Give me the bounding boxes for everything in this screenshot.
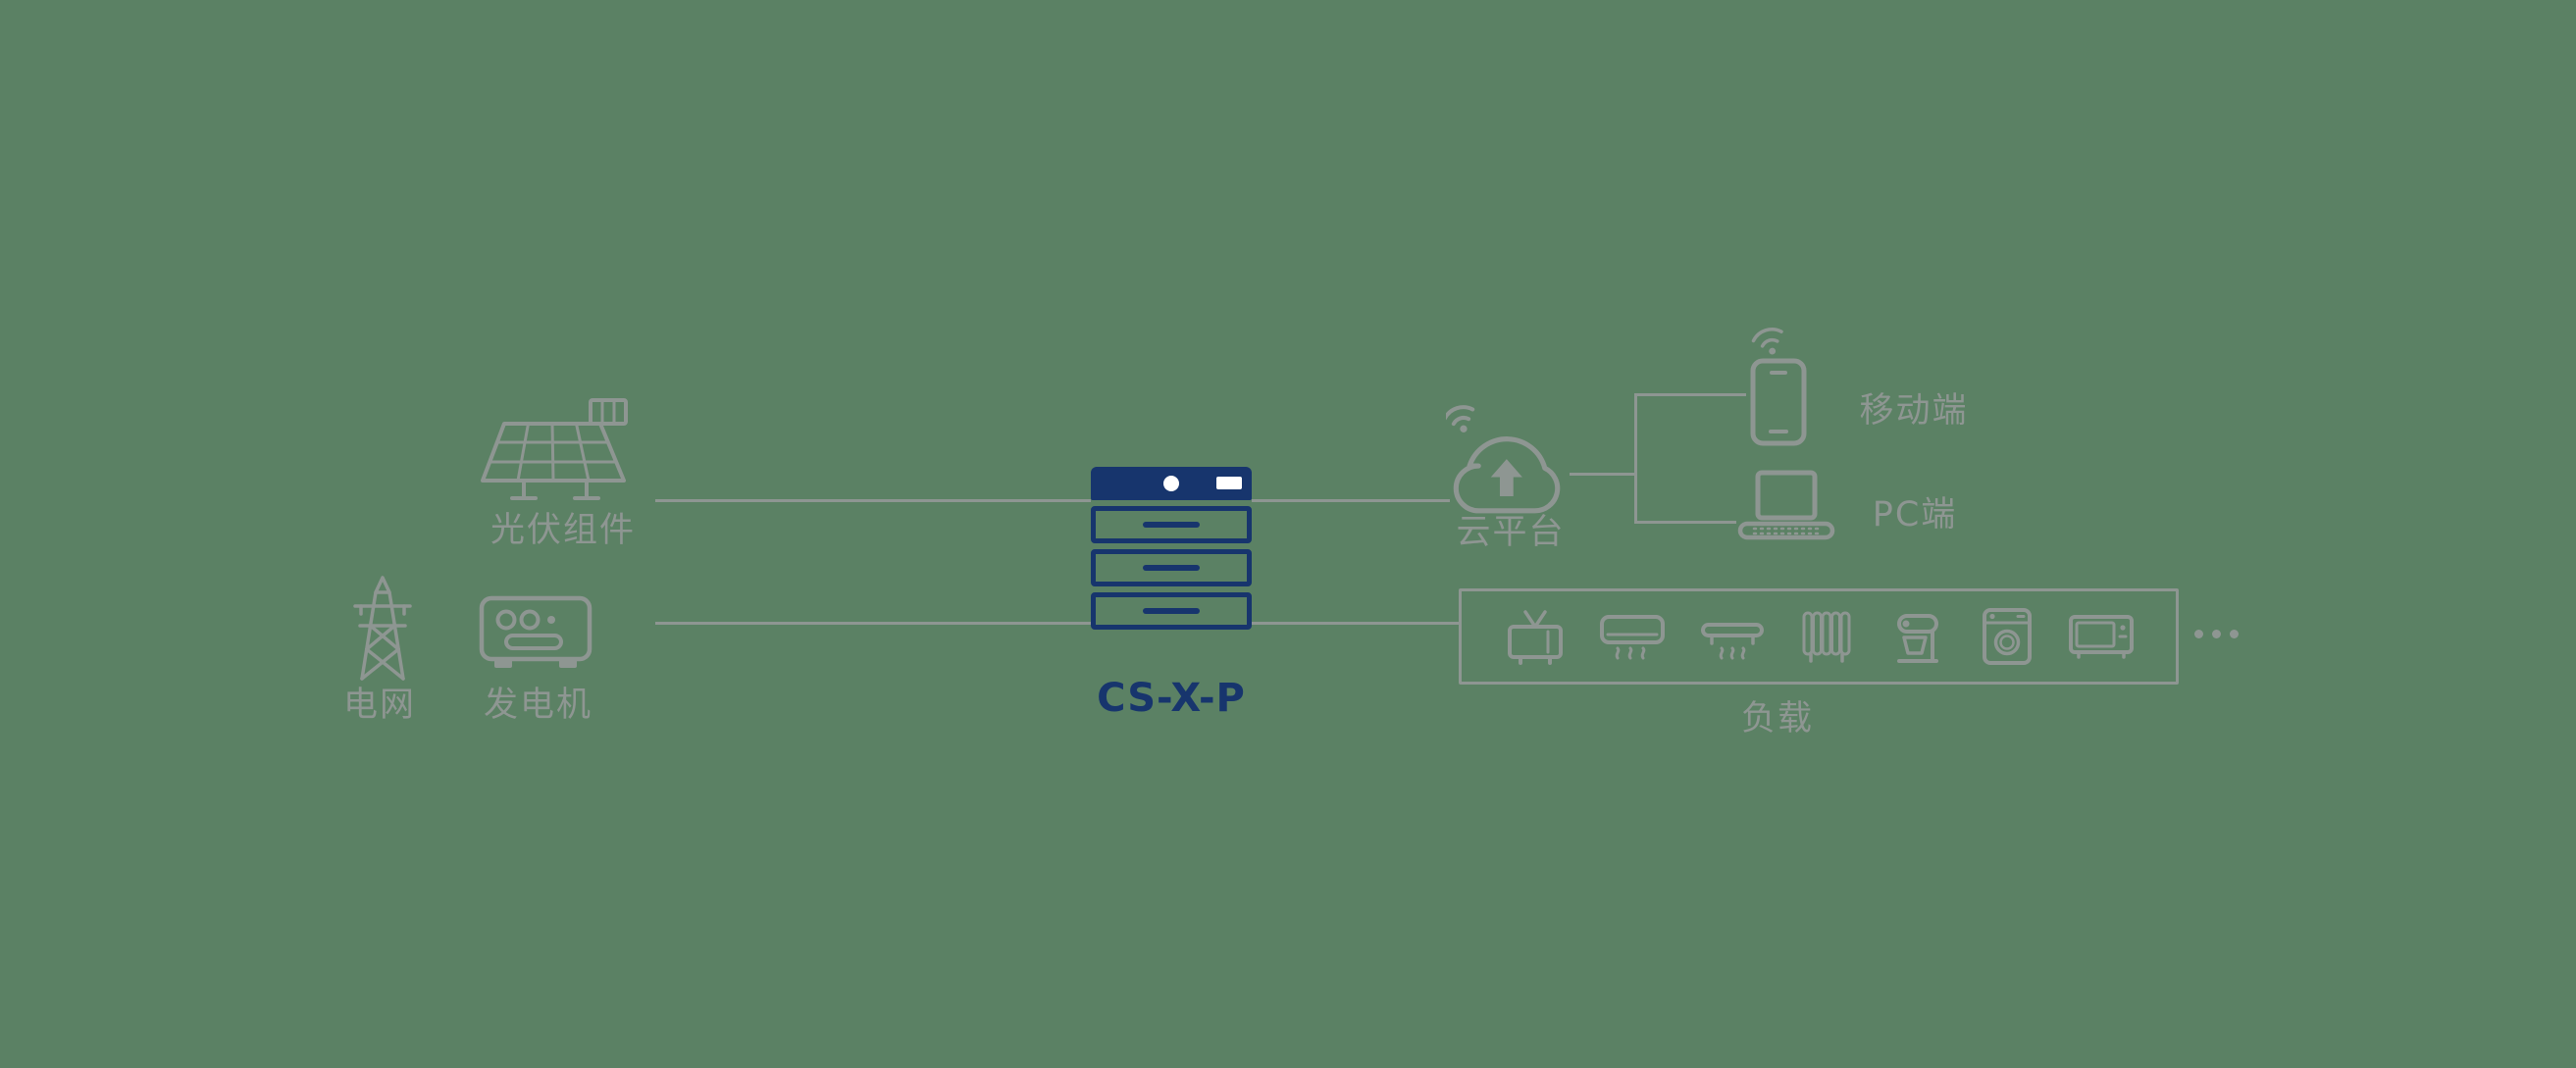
solar-panel-icon: [473, 394, 634, 512]
dot: [2212, 630, 2221, 638]
generator-label: 发电机: [483, 686, 592, 725]
dot: [2230, 630, 2239, 638]
induction-cooker-icon: [1700, 623, 1764, 660]
connector-pv-device: [655, 499, 1091, 502]
more-loads-ellipsis-icon: [2194, 630, 2239, 638]
dot: [2194, 630, 2203, 638]
radiator-icon: [1802, 611, 1851, 663]
transmission-tower-icon: [345, 571, 420, 683]
battery-module: [1091, 506, 1252, 543]
load-label: 负载: [1740, 699, 1814, 738]
tv-icon: [1507, 610, 1563, 665]
connector-branch-mobile: [1634, 393, 1746, 396]
wifi-icon: [1748, 320, 1797, 357]
stand-mixer-icon: [1896, 614, 1938, 663]
cloud-label: 云平台: [1456, 513, 1566, 552]
display-panel: [1216, 477, 1242, 489]
grid-label: 电网: [342, 686, 416, 725]
module-handle: [1143, 608, 1200, 614]
load-box: [1459, 588, 2179, 685]
module-handle: [1143, 565, 1200, 571]
connector-generator-device: [655, 622, 1091, 625]
cabinet-top-panel: [1091, 467, 1252, 500]
battery-module: [1091, 592, 1252, 630]
cloud-upload-wifi-icon: [1446, 398, 1570, 518]
device-label: CS-X-P: [1097, 676, 1246, 721]
pc-label: PC端: [1872, 495, 1958, 534]
connector-branch-vertical: [1634, 393, 1637, 524]
mobile-label: 移动端: [1859, 391, 1969, 431]
indicator-light: [1163, 476, 1179, 491]
connector-device-load: [1252, 622, 1459, 625]
air-conditioner-icon: [1600, 615, 1665, 660]
pv-label: 光伏组件: [489, 511, 636, 550]
smartphone-icon: [1746, 357, 1811, 447]
battery-module: [1091, 549, 1252, 586]
connector-cloud-branch: [1570, 473, 1637, 476]
laptop-icon: [1734, 469, 1838, 553]
microwave-oven-icon: [2068, 615, 2134, 659]
connector-device-cloud: [1252, 499, 1450, 502]
washing-machine-icon: [1983, 608, 2032, 665]
upload-arrow: [1490, 459, 1522, 496]
generator-icon: [477, 586, 594, 677]
energy-storage-cabinet-icon: [1091, 467, 1252, 639]
connector-branch-pc: [1634, 521, 1736, 524]
wifi-waves: [1446, 405, 1475, 432]
module-handle: [1143, 522, 1200, 528]
